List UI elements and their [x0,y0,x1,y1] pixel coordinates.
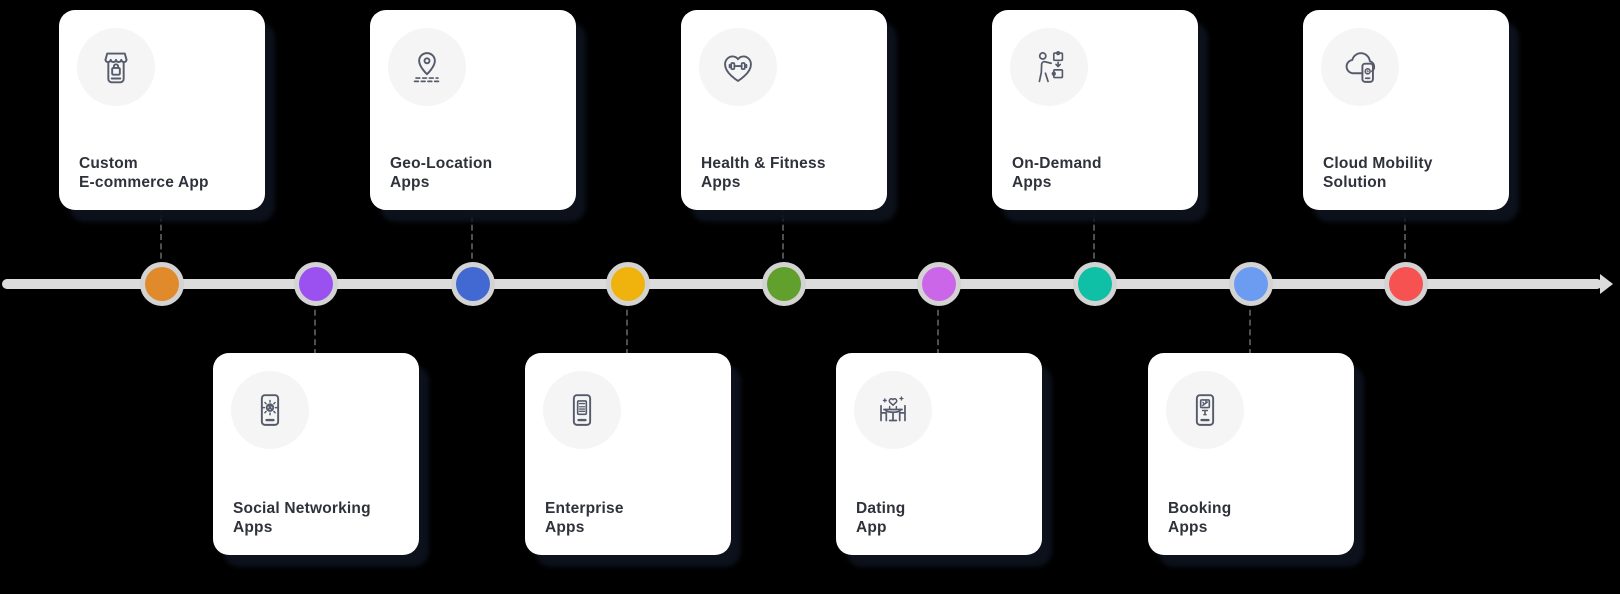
card-dating-app: Dating App [836,353,1042,555]
timeline-dot-on-demand [1078,267,1112,301]
card-title: Cloud Mobility Solution [1323,154,1495,192]
card-title: Geo-Location Apps [390,154,562,192]
card-title: Booking Apps [1168,499,1340,537]
connector-line [1093,206,1095,268]
heart-dumbbell-icon [724,55,752,82]
card-booking-apps: Booking Apps [1148,353,1354,555]
card-title-line2: Solution [1323,174,1387,191]
icon-circle [543,371,621,449]
card-title-line1: Booking [1168,500,1232,517]
timeline-dot-geo-location [456,267,490,301]
card-title-line2: Apps [545,519,585,536]
timeline-dot-booking [1234,267,1268,301]
card-title-line1: Health & Fitness [701,155,826,172]
card-title: Health & Fitness Apps [701,154,873,192]
timeline-dot-enterprise [611,267,645,301]
connector-line [314,300,316,355]
icon-circle [854,371,932,449]
connector-line [471,206,473,268]
card-social-networking-apps: Social Networking Apps [213,353,419,555]
timeline-arrow-icon [1600,274,1613,294]
card-health-fitness-apps: Health & Fitness Apps [681,10,887,210]
cloud-phone-icon [1345,52,1376,83]
icon-circle [231,371,309,449]
card-title-line2: Apps [233,519,273,536]
card-title-line2: Apps [701,174,741,191]
timeline-dot-health-fitness [767,267,801,301]
card-title-line2: App [856,519,887,536]
connector-line [937,300,939,355]
icon-circle [1321,28,1399,106]
card-custom-ecommerce-app: Custom E-commerce App [59,10,265,210]
timeline-dot-social-networking [299,267,333,301]
connector-line [626,300,628,355]
timeline-dot-dating [922,267,956,301]
card-title-line2: Apps [1012,174,1052,191]
card-title: Social Networking Apps [233,499,405,537]
card-title-line1: Cloud Mobility [1323,155,1433,172]
icon-circle [699,28,777,106]
card-title: On-Demand Apps [1012,154,1184,192]
icon-circle [1010,28,1088,106]
connector-line [1249,300,1251,355]
card-on-demand-apps: On-Demand Apps [992,10,1198,210]
card-title-line1: Custom [79,155,138,172]
card-title-line2: E-commerce App [79,174,209,191]
icon-circle [1166,371,1244,449]
connector-line [160,206,162,268]
card-title: Enterprise Apps [545,499,717,537]
card-title-line1: Social Networking [233,500,371,517]
timeline-dot-custom-ecommerce [145,267,179,301]
card-title-line2: Apps [390,174,430,191]
person-puzzle-icon [1038,50,1064,83]
map-pin-icon [413,52,441,83]
icon-circle [77,28,155,106]
card-title-line2: Apps [1168,519,1208,536]
dinner-table-icon [880,396,906,422]
icon-circle [388,28,466,106]
card-geo-location-apps: Geo-Location Apps [370,10,576,210]
connector-line [1404,206,1406,268]
store-phone-icon [104,52,128,84]
timeline-dot-cloud-mobility [1389,267,1423,301]
card-title-line1: Enterprise [545,500,624,517]
phone-ticket-icon [1195,394,1215,426]
phone-social-network-icon [260,394,280,426]
card-title-line1: Dating [856,500,906,517]
card-title-line1: Geo-Location [390,155,493,172]
card-title: Dating App [856,499,1028,537]
connector-line [782,206,784,268]
card-title-line1: On-Demand [1012,155,1102,172]
card-cloud-mobility-solution: Cloud Mobility Solution [1303,10,1509,210]
timeline-bar [2,279,1602,289]
card-title: Custom E-commerce App [79,154,251,192]
card-enterprise-apps: Enterprise Apps [525,353,731,555]
phone-calculator-icon [572,394,592,426]
